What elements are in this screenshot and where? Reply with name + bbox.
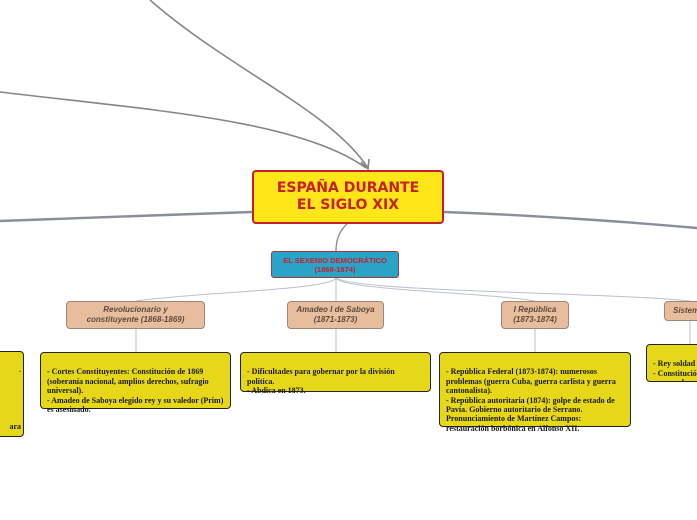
sexenio-label: EL SEXENIO DEMOCRÁTICO (1868-1874) [283,256,387,274]
topic-label: Amadeo I de Saboya (1871-1873) [296,305,375,324]
connector-curve [149,0,369,169]
topic-label: Revolucionario y constituyente (1868-186… [86,305,185,324]
topic-node-republica[interactable]: I República (1873-1874) [501,301,569,329]
topic-label: I República (1873-1874) [513,305,557,324]
arrow-head [360,158,370,171]
root-title: ESPAÑA DURANTE EL SIGLO XIX [276,180,420,213]
note-node-republica[interactable]: - República Federal (1873-1874): numeros… [439,352,631,433]
note-node-revolucionario[interactable]: - Cortes Constituyentes: Constitución de… [40,352,231,414]
note-node-amadeo[interactable]: - Dificultades para gobernar por la divi… [240,352,431,396]
note-text: - Dificultades para gobernar por la divi… [247,367,395,396]
note-line: . [19,365,21,375]
topic-node-revolucionario[interactable]: Revolucionario y constituyente (1868-186… [66,301,205,329]
topic-node-amadeo[interactable]: Amadeo I de Saboya (1871-1873) [287,301,384,329]
connector-curve [135,277,337,302]
sexenio-node[interactable]: EL SEXENIO DEMOCRÁTICO (1868-1874) [271,251,399,278]
note-line: ara [9,421,21,431]
connector-curve [335,223,348,252]
note-text: - Rey soldad - Constitució escasos derec [653,359,697,381]
note-text: - República Federal (1873-1874): numeros… [446,367,616,433]
connector-curve [443,210,697,230]
root-node[interactable]: ESPAÑA DURANTE EL SIGLO XIX [252,170,444,224]
topic-label: Sistem [673,306,697,315]
note-line [0,403,23,412]
connector-curve [0,91,367,169]
note-node-edge-left[interactable]: . ara a [0,351,24,437]
note-text: - Cortes Constituyentes: Constitución de… [47,367,224,415]
connector-curve [0,210,253,223]
note-line [0,384,23,393]
connector-curve [335,277,536,302]
connector-curve [335,277,691,302]
note-node-sistema[interactable]: - Rey soldad - Constitució escasos derec [646,344,697,382]
topic-node-sistema[interactable]: Sistem [664,301,697,321]
